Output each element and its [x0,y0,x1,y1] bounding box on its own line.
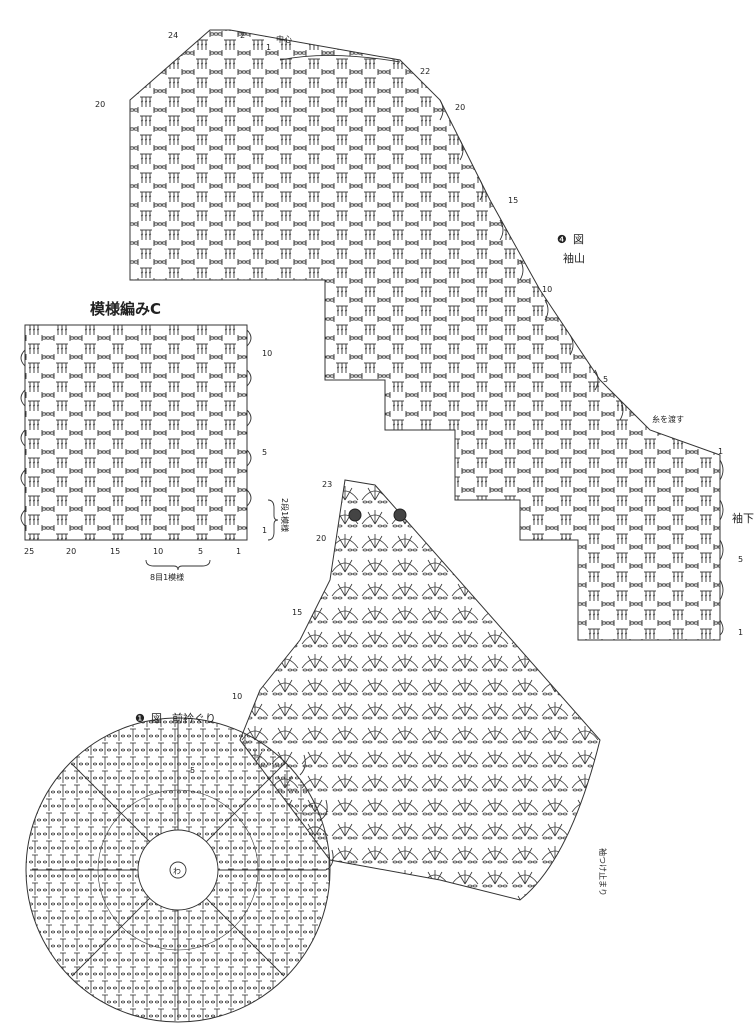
repeat-stitches-brace [145,559,211,571]
pattern-c-row-1: 1 [262,526,267,535]
collar-row-20: 20 [316,534,326,543]
underarm-row-1a: 1 [718,447,723,456]
row-label-22: 22 [420,67,430,76]
row-label-20-left: 20 [95,100,105,109]
cut-yarn-note: 糸を渡す [652,414,684,424]
sleeve-cap-chart [129,29,724,641]
pattern-c-chart [20,324,252,541]
front-collar-chart [25,479,601,1023]
row-label-20-right: 20 [455,103,465,112]
stitch-number-20: 20 [66,547,76,556]
underarm-row-5: 5 [738,555,743,564]
sleeve-cap-title: 袖山 [563,251,585,265]
repeat-rows-note: 2段1模様 [280,498,290,532]
collar-figure-number: ❶ [135,712,145,725]
center-bracket [279,55,401,63]
center-ring-mark: わ [173,867,181,876]
stitch-number-25: 25 [24,547,34,556]
stitch-number-10: 10 [153,547,163,556]
pattern-c-title: 模様編みC [90,300,161,318]
row-label-24: 24 [168,31,178,40]
center-label: 中心 [276,34,292,44]
underarm-row-1b: 1 [738,628,743,637]
collar-row-5: 5 [190,766,195,775]
pattern-c-row-10: 10 [262,349,272,358]
stitch-number-5: 5 [198,547,203,556]
collar-row-23: 23 [322,480,332,489]
marker-dots [348,508,407,522]
row-label-2: 2 [240,31,245,40]
row-label-1: 1 [266,43,271,52]
row-label-15: 15 [508,196,518,205]
underarm-label: 袖下 [732,511,754,525]
collar-figure-label: 図 [151,712,162,725]
repeat-rows-brace [267,499,279,541]
repeat-stitches-note: 8目1模様 [150,572,184,582]
sleeve-cap-edge-scallops [439,99,724,636]
row-label-10: 10 [542,285,552,294]
sleeve-end-note: 袖つけ止まり [598,848,608,896]
sleeve-figure-number: ❹ [557,233,567,246]
motif-spokes [30,720,326,1020]
front-collar-title: 前衿ぐり [172,711,216,725]
pattern-c-row-5: 5 [262,448,267,457]
collar-row-15: 15 [292,608,302,617]
stitch-number-1: 1 [236,547,241,556]
stitch-number-15: 15 [110,547,120,556]
collar-row-10: 10 [232,692,242,701]
sleeve-cap-body [129,29,721,641]
row-label-5: 5 [603,375,608,384]
sleeve-figure-label: 図 [573,233,584,246]
